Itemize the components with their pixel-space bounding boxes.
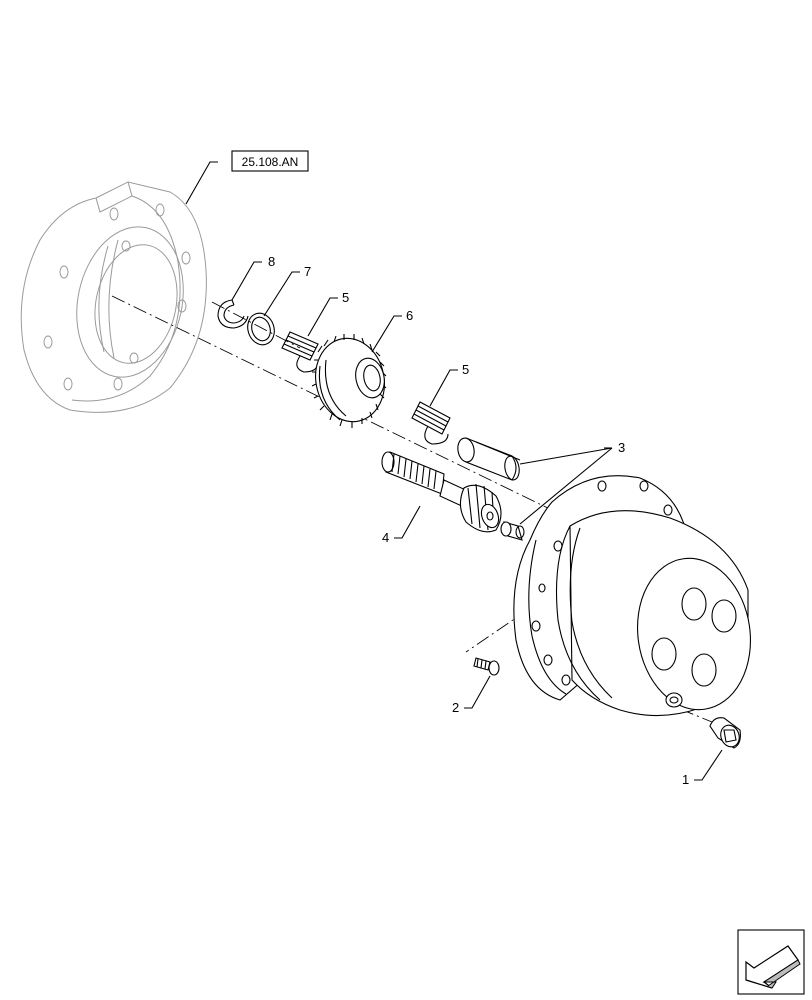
callout-3: 3 — [618, 440, 625, 455]
needle-roller-set-lower[interactable] — [411, 401, 451, 445]
retaining-ring[interactable] — [217, 299, 249, 329]
needle-roller-set-upper[interactable] — [281, 331, 319, 373]
callout-8: 8 — [268, 254, 275, 269]
callout-7: 7 — [304, 264, 311, 279]
planet-gear[interactable] — [308, 332, 392, 428]
callout-1: 1 — [682, 772, 689, 787]
leader-lines — [185, 161, 723, 781]
planet-carrier-housing[interactable] — [513, 475, 760, 717]
reference-tag[interactable]: 25.108.AN — [231, 150, 309, 172]
callout-6: 6 — [406, 308, 413, 323]
pin-plug[interactable] — [500, 521, 525, 541]
drain-plug[interactable] — [709, 717, 742, 750]
pinion-shaft[interactable] — [381, 451, 502, 533]
callout-labels: 8 7 5 6 5 3 4 2 1 — [268, 254, 689, 787]
arrow-nav-icon[interactable] — [737, 929, 805, 995]
callout-5-upper: 5 — [342, 290, 349, 305]
reference-label: 25.108.AN — [242, 155, 299, 169]
callout-4: 4 — [382, 530, 389, 545]
callout-5-lower: 5 — [462, 362, 469, 377]
ghost-housing-flange — [20, 181, 207, 413]
thrust-washer[interactable] — [244, 310, 279, 348]
planet-pin[interactable] — [456, 437, 521, 481]
callout-2: 2 — [452, 700, 459, 715]
screw[interactable] — [473, 657, 500, 676]
